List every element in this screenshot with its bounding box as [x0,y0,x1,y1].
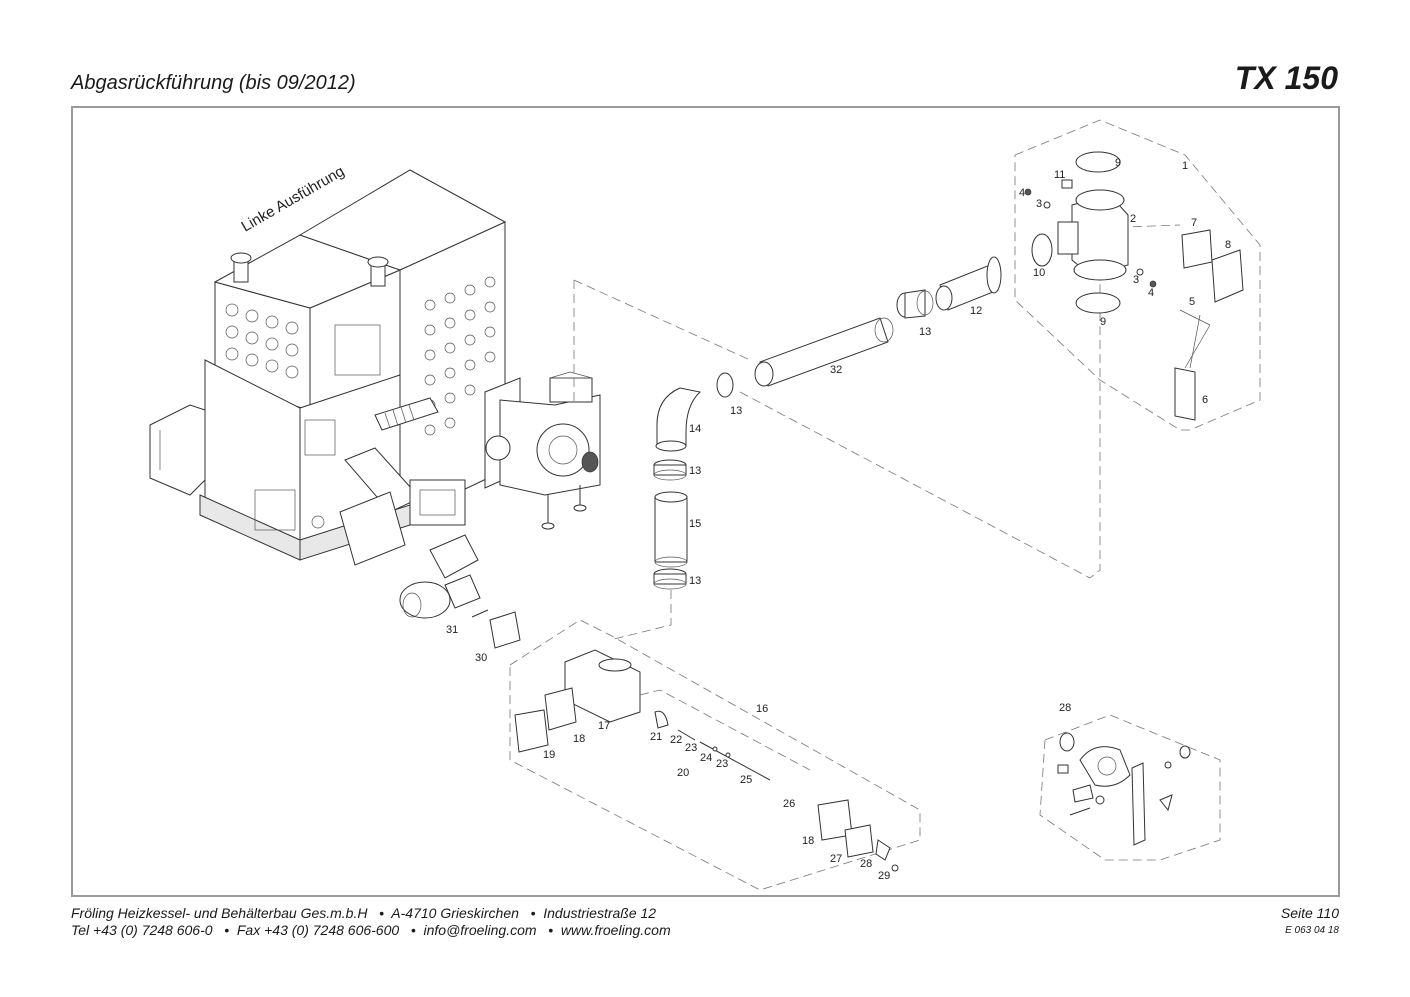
callout-29: 29 [878,870,890,882]
callout-9b: 9 [1100,316,1106,328]
callout-28a: 28 [860,858,872,870]
callout-15: 15 [689,518,701,530]
callout-3b: 3 [1133,274,1139,286]
callout-10: 10 [1033,267,1045,279]
callout-13b: 13 [730,405,742,417]
callout-24: 24 [700,752,712,764]
damper-housing [1014,119,1261,431]
footer-address: Fröling Heizkessel- und Behälterbau Ges.… [71,905,657,921]
callout-31: 31 [446,624,458,636]
feed-chute-assembly [471,609,921,891]
callout-12: 12 [970,305,982,317]
callout-20: 20 [677,767,689,779]
callout-25: 25 [740,774,752,786]
callout-30: 30 [475,652,487,664]
callout-28b: 28 [1059,702,1071,714]
callout-13d: 13 [689,575,701,587]
callout-23b: 23 [716,758,728,770]
callout-18b: 18 [802,835,814,847]
fan-assembly [484,371,601,530]
document-number: E 063 04 18 [1285,925,1339,936]
callout-9a: 9 [1115,157,1121,169]
footer-contact: Tel +43 (0) 7248 606-0 • Fax +43 (0) 724… [71,922,671,938]
callout-4a: 4 [1019,187,1025,199]
callout-21: 21 [650,731,662,743]
callout-11: 11 [1054,169,1065,181]
callout-5: 5 [1189,296,1195,308]
hinge-assembly [1039,714,1221,861]
callout-13a: 13 [919,326,931,338]
callout-3a: 3 [1036,198,1042,210]
callout-22: 22 [670,734,682,746]
callout-6: 6 [1202,394,1208,406]
callout-1: 1 [1182,160,1188,172]
callout-labels: 1 2 3 3 4 4 5 6 7 8 9 9 10 11 12 13 13 1… [446,157,1231,882]
callout-27: 27 [830,853,842,865]
callout-2: 2 [1130,213,1136,225]
callout-14: 14 [689,423,701,435]
page-title: Abgasrückführung (bis 09/2012) [71,72,356,94]
callout-4b: 4 [1148,287,1154,299]
callout-23a: 23 [685,742,697,754]
callout-16: 16 [756,703,768,715]
drawing-frame [71,106,1340,897]
callout-13c: 13 [689,465,701,477]
pipe-train [609,256,1002,641]
callout-26: 26 [783,798,795,810]
callout-8: 8 [1225,239,1231,251]
page-number: Seite 110 [1280,905,1339,921]
callout-17: 17 [598,720,610,732]
boiler-assembly [149,169,507,619]
callout-7: 7 [1191,217,1197,229]
callout-18a: 18 [573,733,585,745]
callout-19: 19 [543,749,555,761]
model-name: TX 150 [1234,60,1338,96]
callout-32: 32 [830,364,842,376]
